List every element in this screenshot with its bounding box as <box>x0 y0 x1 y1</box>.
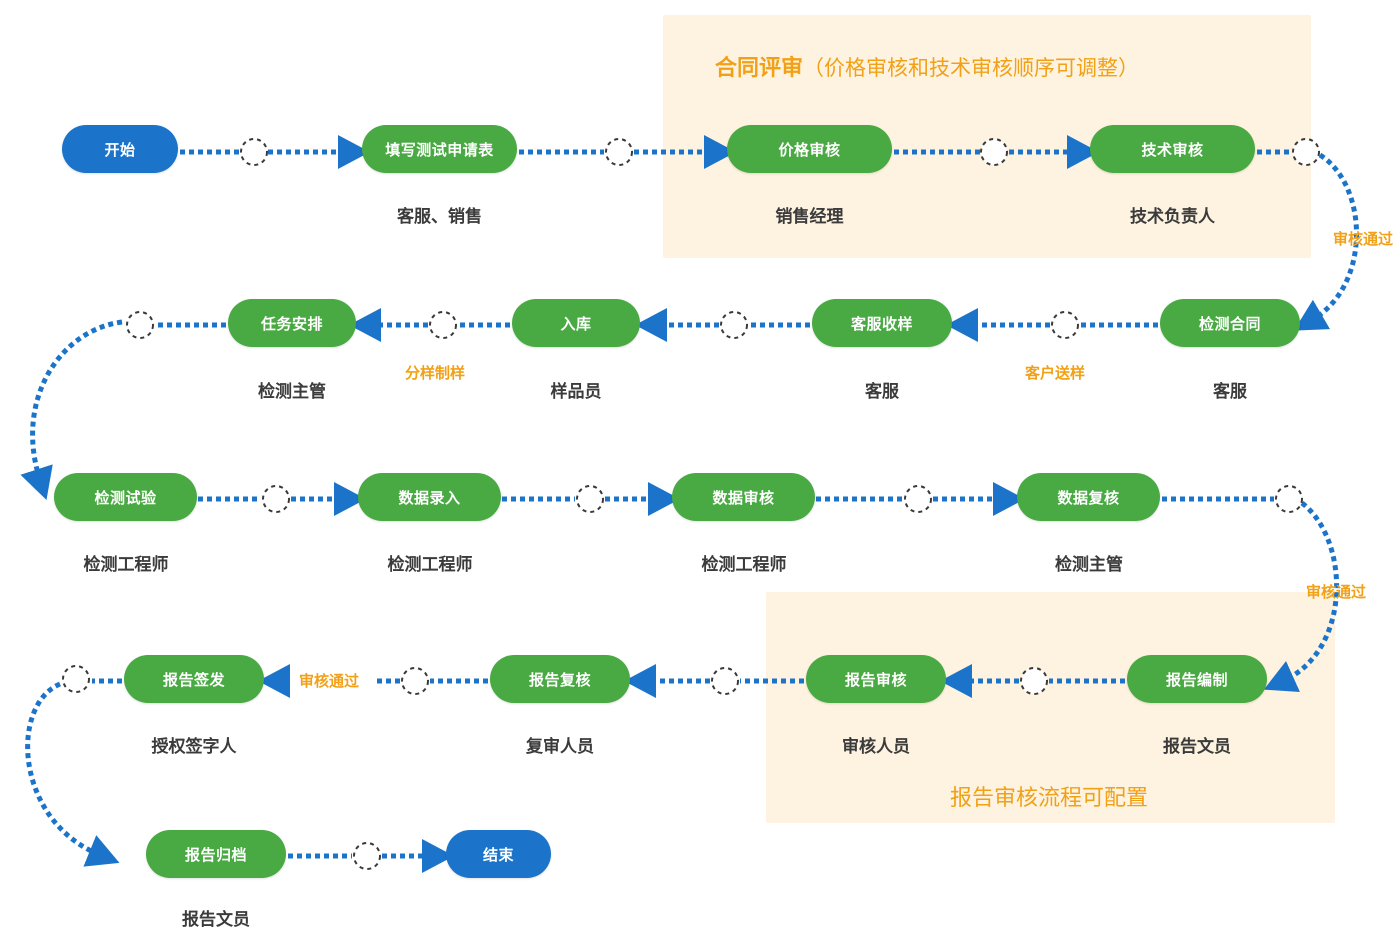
node-report-issue-label: 报告签发 <box>162 671 225 689</box>
node-data-recheck[interactable]: 数据复核 <box>1017 473 1160 521</box>
role-data-recheck: 检测主管 <box>1055 555 1123 574</box>
node-start[interactable]: 开始 <box>62 125 178 173</box>
role-test-exec: 检测工程师 <box>83 555 169 574</box>
gate-node-11 <box>904 485 932 513</box>
node-report-file[interactable]: 报告归档 <box>146 830 286 878</box>
node-tech-review[interactable]: 技术审核 <box>1090 125 1255 173</box>
node-warehouse[interactable]: 入库 <box>512 299 640 347</box>
role-test-contract: 客服 <box>1213 382 1247 401</box>
wire-curve-row2-row3 <box>20 319 123 500</box>
node-test-exec-label: 检测试验 <box>94 489 157 507</box>
role-report-make: 报告文员 <box>1163 737 1231 756</box>
wire-curve-row4-row5 <box>25 681 120 867</box>
gate-node-6 <box>720 311 748 339</box>
role-report-issue: 授权签字人 <box>151 737 237 756</box>
node-report-recheck[interactable]: 报告复核 <box>490 655 630 703</box>
node-price-review[interactable]: 价格审核 <box>727 125 892 173</box>
gate-node-10 <box>576 485 604 513</box>
gate-node-14 <box>711 667 739 695</box>
node-report-issue[interactable]: 报告签发 <box>124 655 264 703</box>
node-report-make[interactable]: 报告编制 <box>1127 655 1267 703</box>
panel-report-review-caption: 报告审核流程可配置 <box>950 785 1149 810</box>
edge-label-pass-3: 审核通过 <box>297 670 362 691</box>
role-price-review: 销售经理 <box>775 207 844 226</box>
panel-report-review <box>766 592 1335 823</box>
panel-contract-review-title-main: 合同评审 <box>715 55 804 80</box>
node-start-label: 开始 <box>104 141 136 159</box>
node-test-contract-label: 检测合同 <box>1198 315 1261 333</box>
edge-label-customer-send: 客户送样 <box>1023 362 1088 383</box>
gate-node-17 <box>353 842 381 870</box>
gate-node-9 <box>262 485 290 513</box>
node-sample-recv[interactable]: 客服收样 <box>812 299 952 347</box>
gate-node-12 <box>1275 485 1303 513</box>
panel-contract-review-title: 合同评审（价格审核和技术审核顺序可调整） <box>715 50 1139 82</box>
node-price-review-label: 价格审核 <box>778 141 841 159</box>
role-sample-recv: 客服 <box>865 382 899 401</box>
node-report-audit[interactable]: 报告审核 <box>806 655 946 703</box>
node-task-assign[interactable]: 任务安排 <box>228 299 356 347</box>
role-task-assign: 检测主管 <box>258 382 326 401</box>
node-data-entry[interactable]: 数据录入 <box>358 473 501 521</box>
gate-node-15 <box>401 667 429 695</box>
gate-node-5 <box>1051 311 1079 339</box>
gate-node-7 <box>429 311 457 339</box>
role-apply-form: 客服、销售 <box>397 207 482 226</box>
role-report-file: 报告文员 <box>182 910 250 929</box>
gate-node-16 <box>62 665 90 693</box>
role-warehouse: 样品员 <box>550 382 602 401</box>
node-end-label: 结束 <box>482 846 514 864</box>
role-data-entry: 检测工程师 <box>387 555 473 574</box>
edge-label-pass-2: 审核通过 <box>1306 584 1367 601</box>
panel-contract-review-title-sub: （价格审核和技术审核顺序可调整） <box>803 57 1140 80</box>
node-tech-review-label: 技术审核 <box>1141 141 1204 159</box>
gate-node-2 <box>605 138 633 166</box>
role-report-recheck: 复审人员 <box>526 737 594 756</box>
edge-label-sample-prep: 分样制样 <box>403 362 468 383</box>
node-test-contract[interactable]: 检测合同 <box>1160 299 1300 347</box>
role-tech-review: 技术负责人 <box>1130 207 1215 226</box>
node-report-make-label: 报告编制 <box>1165 671 1228 689</box>
node-task-assign-label: 任务安排 <box>260 315 323 333</box>
node-report-recheck-label: 报告复核 <box>528 671 591 689</box>
node-sample-recv-label: 客服收样 <box>850 315 913 333</box>
edge-label-pass-1: 审核通过 <box>1333 231 1394 248</box>
node-apply-form-label: 填写测试申请表 <box>385 141 494 159</box>
node-apply-form[interactable]: 填写测试申请表 <box>362 125 517 173</box>
node-report-audit-label: 报告审核 <box>844 671 907 689</box>
node-report-file-label: 报告归档 <box>184 846 247 864</box>
node-data-review[interactable]: 数据审核 <box>672 473 815 521</box>
node-end[interactable]: 结束 <box>446 830 551 878</box>
role-data-review: 检测工程师 <box>701 555 787 574</box>
gate-node-8 <box>126 311 154 339</box>
node-warehouse-label: 入库 <box>560 315 592 333</box>
node-data-recheck-label: 数据复核 <box>1057 489 1120 507</box>
node-data-entry-label: 数据录入 <box>398 489 461 507</box>
role-report-audit: 审核人员 <box>842 737 910 756</box>
gate-node-1 <box>240 138 268 166</box>
node-data-review-label: 数据审核 <box>712 489 775 507</box>
node-test-exec[interactable]: 检测试验 <box>54 473 197 521</box>
